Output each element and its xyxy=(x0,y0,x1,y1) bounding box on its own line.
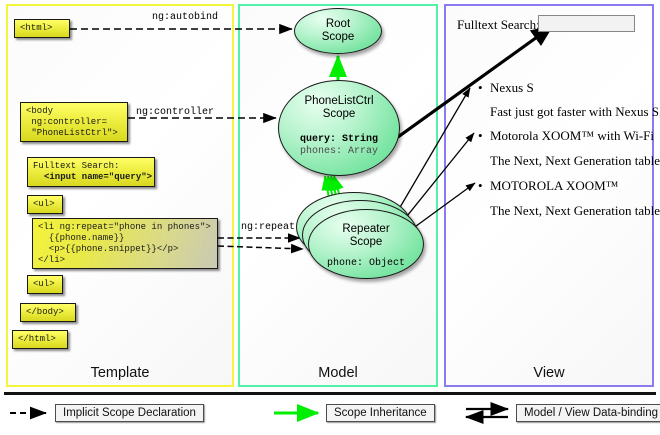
legend-scope-inheritance: Scope Inheritance xyxy=(326,404,435,422)
data-binding-query-arrow xyxy=(376,25,554,157)
fulltext-search-markup-line2: <input name="query"> xyxy=(44,172,153,182)
phonelistctrl-scope-prop-phones: phones: Array xyxy=(299,146,378,157)
phone-list-item-snippet-2: The Next, Next Generation tablet. xyxy=(490,203,660,218)
model-panel-label: Model xyxy=(318,365,358,381)
controller-label: ng:controller xyxy=(136,107,215,118)
repeat-label: ng:repeat xyxy=(241,222,296,233)
phone-list-item-name-2: •MOTOROLA XOOM™ xyxy=(478,178,619,193)
repeater-scope-prop-phone: phone: Object xyxy=(326,258,405,269)
legend-divider xyxy=(4,392,656,395)
phonelistctrl-scope-title-2: Scope xyxy=(322,108,356,120)
ul-open-tag-box: <ul> xyxy=(27,195,63,214)
body-close-tag-box: </body> xyxy=(20,303,76,322)
root-scope-title-2: Scope xyxy=(321,31,355,43)
search-input[interactable] xyxy=(538,15,635,32)
root-scope-ellipse: Root Scope xyxy=(294,8,382,54)
repeater-scope-title-1: Repeater xyxy=(342,223,390,235)
fulltext-search-markup-box: Fulltext Search: <input name="query"> xyxy=(27,157,155,187)
root-scope-title-1: Root xyxy=(325,18,351,30)
phone-list-item-snippet-1: The Next, Next Generation tablet. xyxy=(490,153,660,168)
body-controller-tag-box: <body ng:controller= "PhoneListCtrl"> xyxy=(20,102,128,142)
legend: Implicit Scope Declaration Scope Inherit… xyxy=(0,392,660,435)
phone-list-item-name-1: •Motorola XOOM™ with Wi-Fi xyxy=(478,128,655,143)
html-open-tag-box: <html> xyxy=(14,19,70,38)
legend-arrows xyxy=(10,401,510,425)
html-close-tag-box: </html> xyxy=(12,330,68,349)
fulltext-search-markup-line1: Fulltext Search: xyxy=(33,161,120,171)
phonelistctrl-scope-ellipse: PhoneListCtrl Scope query: String phones… xyxy=(278,80,400,176)
autobind-label: ng:autobind xyxy=(152,12,219,23)
repeater-scope-ellipse: Repeater Scope phone: Object xyxy=(308,209,424,279)
fulltext-search-label: Fulltext Search: xyxy=(457,17,540,32)
phone-list-item-name-0: •Nexus S xyxy=(478,80,534,95)
legend-model-view-data-binding: Model / View Data-binding xyxy=(516,404,660,422)
view-panel-label: View xyxy=(533,365,565,381)
phonelistctrl-scope-prop-query: query: String xyxy=(299,134,378,145)
template-panel-label: Template xyxy=(90,365,150,381)
ul-close-tag-box: <ul> xyxy=(27,275,63,294)
repeater-scope-title-2: Scope xyxy=(349,236,383,248)
phone-list-item-snippet-0: Fast just got faster with Nexus S. xyxy=(490,104,660,119)
legend-implicit-scope-declaration: Implicit Scope Declaration xyxy=(55,404,204,422)
bullet-icon: • xyxy=(478,128,483,143)
bullet-icon: • xyxy=(478,80,483,95)
bullet-icon: • xyxy=(478,178,483,193)
li-repeat-markup-box: <li ng:repeat="phone in phones"> {{phone… xyxy=(32,218,218,269)
repeat-connector xyxy=(217,233,304,254)
phonelistctrl-scope-title-1: PhoneListCtrl xyxy=(304,95,374,107)
